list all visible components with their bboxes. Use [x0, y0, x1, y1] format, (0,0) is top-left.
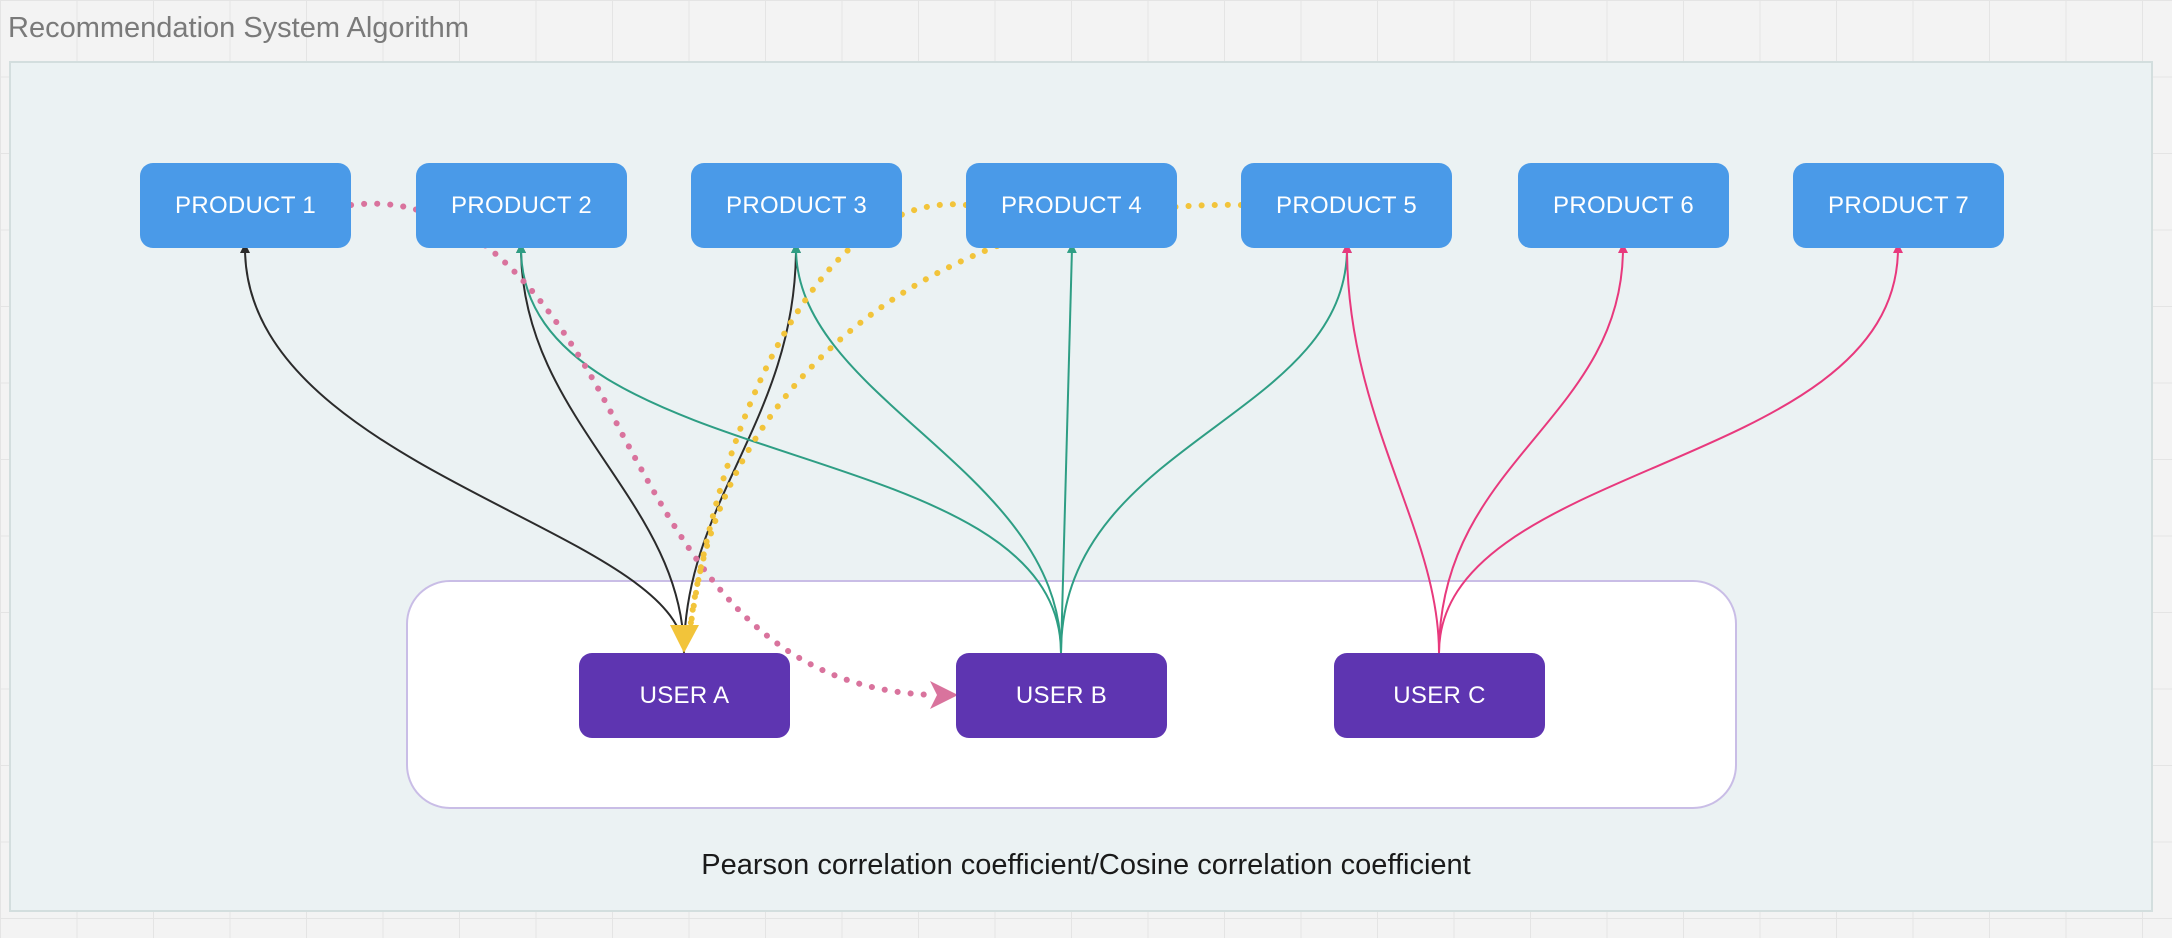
node-product-6[interactable]: PRODUCT 6 — [1518, 163, 1729, 248]
frame-title: Recommendation System Algorithm — [8, 12, 469, 44]
edge-user-b-product-4[interactable] — [1060, 243, 1077, 654]
edge-user-a-product-2[interactable] — [516, 243, 685, 654]
edge-user-c-product-6[interactable] — [1438, 243, 1628, 654]
dotted-link-product-1-user-b[interactable] — [348, 200, 938, 698]
edge-user-c-product-7[interactable] — [1438, 243, 1903, 654]
node-product-1[interactable]: PRODUCT 1 — [140, 163, 351, 248]
edge-user-b-product-2[interactable] — [516, 243, 1062, 654]
node-user-c[interactable]: USER C — [1334, 653, 1545, 738]
node-product-2[interactable]: PRODUCT 2 — [416, 163, 627, 248]
diagram-caption: Pearson correlation coefficient/Cosine c… — [701, 849, 1471, 881]
edge-user-a-product-1[interactable] — [240, 243, 685, 654]
node-product-5[interactable]: PRODUCT 5 — [1241, 163, 1452, 248]
pink-arrowhead — [930, 681, 958, 709]
node-product-3[interactable]: PRODUCT 3 — [691, 163, 902, 248]
yellow-arrowhead — [670, 625, 699, 653]
edge-user-c-product-5[interactable] — [1342, 243, 1440, 654]
edge-user-b-product-3[interactable] — [791, 243, 1062, 654]
node-product-4[interactable]: PRODUCT 4 — [966, 163, 1177, 248]
edge-user-b-product-5[interactable] — [1060, 243, 1352, 654]
node-user-b[interactable]: USER B — [956, 653, 1167, 738]
edge-user-a-product-3[interactable] — [683, 243, 801, 654]
dotted-link-product-4-user-a[interactable] — [687, 201, 969, 633]
node-product-7[interactable]: PRODUCT 7 — [1793, 163, 2004, 248]
dotted-link-product-5-user-a[interactable] — [687, 201, 1244, 633]
node-user-a[interactable]: USER A — [579, 653, 790, 738]
